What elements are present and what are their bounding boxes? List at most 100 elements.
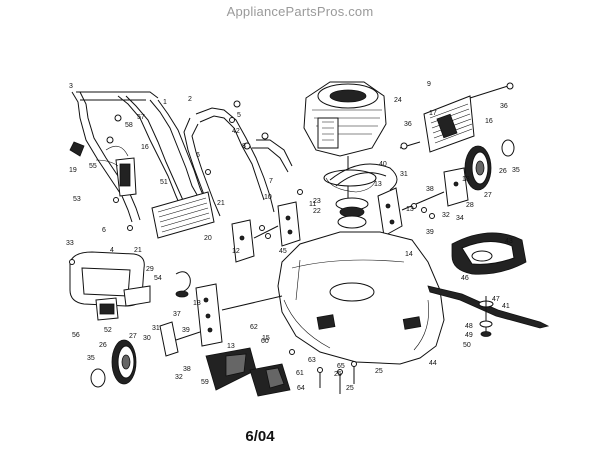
callout-1: 1 — [163, 99, 167, 106]
callout-27b: 27 — [129, 333, 137, 340]
callout-labels: 1 2 3 4 5 6 6 7 8 9 10 11 12 13 13 13 13… — [66, 81, 520, 392]
callout-6b: 6 — [102, 227, 106, 234]
callout-25: 25 — [346, 385, 354, 392]
callout-46: 46 — [461, 275, 469, 282]
callout-53: 53 — [73, 196, 81, 203]
callout-21: 21 — [217, 200, 225, 207]
callout-23: 23 — [313, 198, 321, 205]
callout-47: 47 — [492, 296, 500, 303]
callout-59: 59 — [201, 379, 209, 386]
callout-13: 13 — [374, 181, 382, 188]
callout-51: 51 — [160, 179, 168, 186]
callout-14: 14 — [405, 251, 413, 258]
callout-31: 31 — [152, 325, 160, 332]
callout-52: 52 — [104, 327, 112, 334]
callout-24: 24 — [394, 97, 402, 104]
callout-27: 27 — [484, 192, 492, 199]
callout-39b: 39 — [182, 327, 190, 334]
callout-39: 39 — [426, 229, 434, 236]
callout-63: 63 — [308, 357, 316, 364]
callout-37: 37 — [173, 311, 181, 318]
callout-15: 15 — [262, 335, 270, 342]
bag-frame-panel[interactable] — [151, 191, 215, 239]
grass-bag[interactable] — [69, 251, 151, 321]
rear-wheel-right[interactable] — [464, 139, 515, 191]
callout-8: 8 — [242, 143, 246, 150]
callout-42: 42 — [232, 128, 240, 135]
callout-13b: 13 — [406, 206, 414, 213]
callout-31b: 31 — [400, 171, 408, 178]
callout-12: 12 — [232, 248, 240, 255]
callout-64: 64 — [297, 385, 305, 392]
callout-9: 9 — [427, 81, 431, 88]
callout-55: 55 — [89, 163, 97, 170]
lower-handle[interactable] — [183, 100, 293, 217]
callout-22: 22 — [313, 208, 321, 215]
callout-33: 33 — [66, 240, 74, 247]
callout-58: 58 — [125, 122, 133, 129]
engine[interactable] — [303, 81, 387, 200]
callout-13c: 13 — [193, 300, 201, 307]
callout-18: 18 — [462, 176, 470, 183]
height-adjuster-right[interactable] — [377, 167, 469, 237]
callout-11: 11 — [309, 201, 316, 208]
height-adjuster-front[interactable] — [159, 283, 283, 357]
mulch-spring[interactable] — [175, 271, 191, 298]
callout-45: 45 — [279, 248, 287, 255]
callout-60: 60 — [261, 338, 269, 345]
callout-30: 30 — [143, 335, 151, 342]
callout-13d: 13 — [227, 343, 235, 350]
callout-54: 54 — [154, 275, 162, 282]
height-adjuster-left[interactable] — [231, 201, 301, 263]
callout-19: 19 — [69, 167, 77, 174]
fasteners — [69, 117, 357, 394]
callout-28: 28 — [466, 202, 474, 209]
callout-49: 49 — [465, 332, 473, 339]
callout-16b: 16 — [141, 144, 149, 151]
callout-29: 29 — [146, 266, 154, 273]
callout-25b: 25 — [375, 368, 383, 375]
callout-56: 56 — [72, 332, 80, 339]
front-wheel-left[interactable] — [90, 339, 137, 388]
callout-57: 57 — [137, 114, 145, 121]
callout-35b: 35 — [87, 355, 95, 362]
callout-20: 20 — [204, 235, 212, 242]
drive-belt-cable[interactable] — [329, 163, 398, 191]
callout-5: 5 — [237, 112, 241, 119]
blade-housing[interactable] — [451, 232, 527, 275]
callout-2: 2 — [188, 96, 192, 103]
callout-36: 36 — [500, 103, 508, 110]
callout-6: 6 — [196, 152, 200, 159]
callout-44: 44 — [429, 360, 437, 367]
callout-3: 3 — [69, 83, 73, 90]
callout-4: 4 — [110, 247, 114, 254]
callout-25c: 25 — [334, 371, 342, 378]
callout-7: 7 — [269, 178, 273, 185]
callout-36b: 36 — [404, 121, 412, 128]
callout-43: 43 — [505, 238, 513, 245]
callout-40: 40 — [379, 161, 387, 168]
callout-16: 16 — [485, 118, 493, 125]
callout-35: 35 — [512, 167, 520, 174]
callout-32: 32 — [175, 374, 183, 381]
callout-32b: 32 — [442, 212, 450, 219]
callout-21b: 21 — [134, 247, 142, 254]
mower-deck[interactable] — [277, 231, 445, 365]
callout-34: 34 — [456, 215, 464, 222]
watermark-text: AppliancePartsPros.com — [226, 4, 374, 19]
mower-blade[interactable] — [427, 285, 550, 337]
callout-41: 41 — [502, 303, 510, 310]
callout-61: 61 — [296, 370, 304, 377]
callout-48: 48 — [465, 323, 473, 330]
callout-26b: 26 — [99, 342, 107, 349]
callout-62: 62 — [250, 324, 258, 331]
drive-pulley-stack[interactable] — [323, 169, 377, 229]
drive-control-assembly[interactable] — [69, 114, 137, 197]
callout-26: 26 — [499, 168, 507, 175]
callout-50: 50 — [463, 342, 471, 349]
side-discharge-chute[interactable] — [205, 347, 291, 397]
rear-discharge-door[interactable] — [399, 82, 514, 153]
callout-38b: 38 — [183, 366, 191, 373]
callout-38: 38 — [426, 186, 434, 193]
